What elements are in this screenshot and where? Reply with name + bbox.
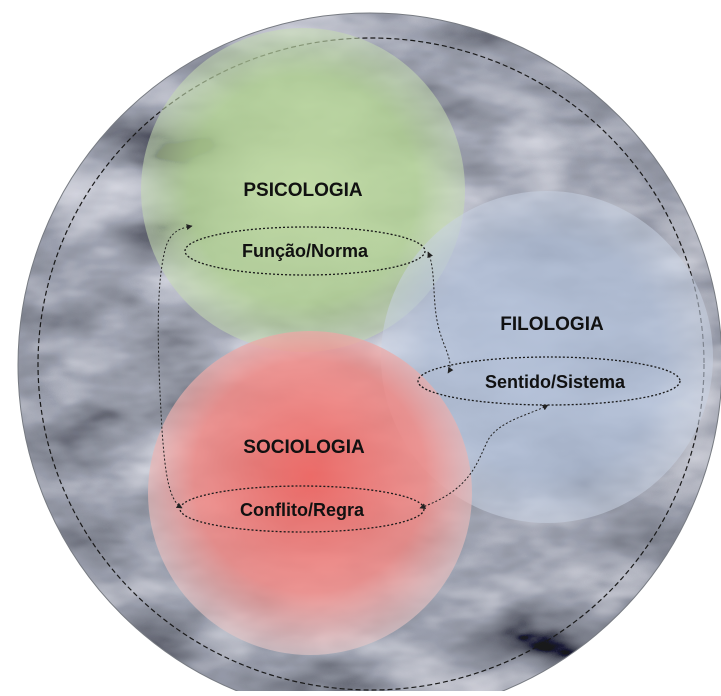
psicologia-title: PSICOLOGIA [243, 180, 363, 201]
concept-conflito-regra-label: Conflito/Regra [240, 500, 365, 520]
filologia-title: FILOLOGIA [500, 314, 604, 335]
concept-funcao-norma-label: Função/Norma [242, 241, 369, 261]
sociologia-title: SOCIOLOGIA [243, 437, 365, 458]
sociologia-circle [148, 331, 472, 655]
concept-sentido-sistema-label: Sentido/Sistema [485, 372, 626, 392]
